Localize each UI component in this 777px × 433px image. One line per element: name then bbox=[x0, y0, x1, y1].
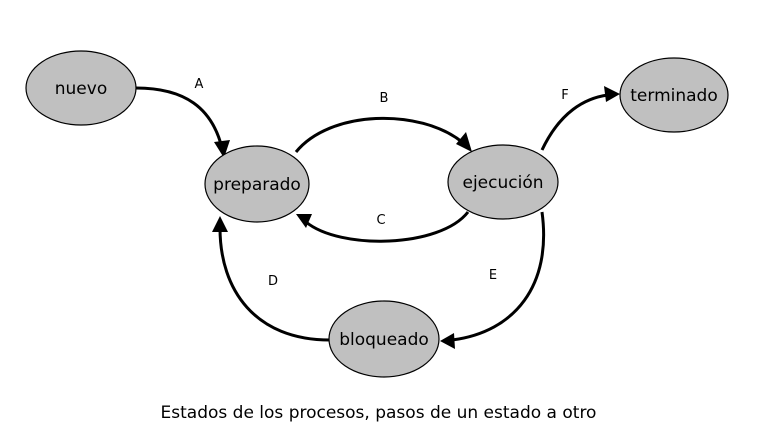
edge-e-arrowhead bbox=[440, 333, 455, 349]
edge-c-arrowhead bbox=[296, 214, 312, 228]
edge-d-arrowhead bbox=[212, 216, 228, 232]
edge-f-arrowhead bbox=[604, 86, 620, 102]
edge-b-arrowhead bbox=[456, 132, 472, 152]
state-bloqueado-label: bloqueado bbox=[339, 330, 429, 350]
diagram-caption: Estados de los procesos, pasos de un est… bbox=[160, 403, 597, 423]
edge-c bbox=[305, 211, 470, 243]
state-bloqueado: bloqueado bbox=[328, 300, 440, 378]
state-terminado-label: terminado bbox=[630, 86, 717, 106]
state-ejecucion-label: ejecución bbox=[462, 173, 543, 193]
edge-a bbox=[135, 86, 224, 149]
state-preparado-label: preparado bbox=[213, 175, 301, 195]
state-nuevo-label: nuevo bbox=[55, 79, 107, 99]
edge-label-c: C bbox=[376, 213, 385, 228]
state-ejecucion: ejecución bbox=[447, 144, 559, 220]
edge-d bbox=[218, 227, 331, 342]
edge-f bbox=[540, 93, 609, 151]
edge-a-arrowhead bbox=[214, 140, 230, 158]
edge-label-e: E bbox=[489, 268, 497, 283]
edge-label-a: A bbox=[195, 77, 204, 92]
edge-label-b: B bbox=[380, 91, 389, 106]
edge-e bbox=[451, 211, 546, 342]
edge-label-f: F bbox=[561, 88, 568, 103]
edge-b bbox=[294, 116, 463, 153]
state-preparado: preparado bbox=[204, 145, 310, 223]
edge-label-d: D bbox=[268, 274, 278, 289]
state-nuevo: nuevo bbox=[25, 50, 137, 126]
state-terminado: terminado bbox=[619, 57, 729, 133]
